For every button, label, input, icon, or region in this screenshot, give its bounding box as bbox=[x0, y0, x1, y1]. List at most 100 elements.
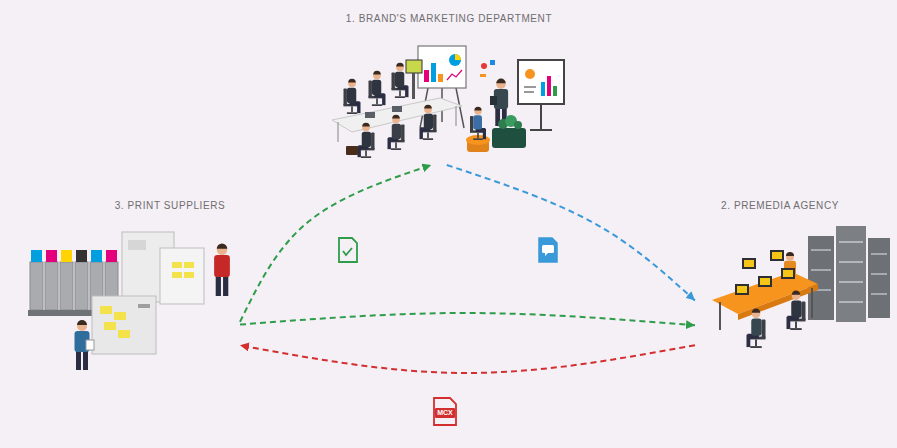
scene-heading: 1. BRAND'S MARKETING DEPARTMENT bbox=[344, 9, 554, 24]
studio-scene-part bbox=[787, 291, 806, 330]
studio-scene-part bbox=[868, 238, 890, 318]
studio-scene bbox=[712, 226, 890, 348]
message-icon-part bbox=[545, 253, 548, 256]
meeting-scene-part bbox=[369, 71, 386, 106]
scene-group: 3. PRINT SUPPLIERS bbox=[100, 195, 240, 375]
studio-scene-part bbox=[747, 309, 766, 348]
press-scene-part bbox=[100, 306, 112, 314]
press-scene-part bbox=[214, 244, 230, 297]
press-scene-part bbox=[172, 272, 182, 278]
press-scene-part bbox=[118, 330, 130, 338]
scene-group: 1. BRAND'S MARKETING DEPARTMENT bbox=[338, 8, 560, 165]
message-icon-part bbox=[542, 245, 554, 253]
meeting-scene-part bbox=[456, 88, 464, 128]
studio-scene-part bbox=[811, 288, 813, 318]
flow-arrow bbox=[240, 313, 695, 325]
message-icon-part bbox=[539, 238, 557, 262]
meeting-scene-part bbox=[518, 60, 564, 104]
approval-icon-part bbox=[343, 248, 352, 255]
press-scene-part bbox=[86, 340, 94, 350]
meeting-scene-part bbox=[490, 96, 497, 105]
press-scene-part bbox=[172, 262, 182, 268]
studio-scene-part bbox=[781, 268, 795, 279]
press-scene-part bbox=[31, 250, 42, 262]
press-scene-part bbox=[46, 250, 57, 262]
studio-scene-part bbox=[811, 249, 831, 251]
mcx-file-icon bbox=[434, 398, 456, 425]
meeting-scene-part bbox=[524, 91, 534, 93]
meeting-scene-part bbox=[412, 73, 415, 99]
meeting-scene-part bbox=[470, 107, 486, 140]
press-scene-part bbox=[184, 262, 194, 268]
press-scene-part bbox=[75, 262, 88, 310]
meeting-scene-part bbox=[490, 60, 495, 65]
scene-heading: 2. PREMEDIA AGENCY bbox=[719, 196, 841, 211]
studio-scene-part bbox=[871, 293, 887, 295]
message-icon bbox=[539, 238, 557, 262]
meeting-scene-part bbox=[541, 82, 545, 96]
studio-scene-part bbox=[758, 276, 772, 287]
meeting-scene-part bbox=[480, 74, 486, 77]
press-scene-part bbox=[76, 250, 87, 262]
studio-scene-part bbox=[836, 226, 866, 322]
meeting-scene-part bbox=[424, 70, 429, 82]
press-scene-part bbox=[138, 304, 150, 308]
press-scene-part bbox=[30, 262, 43, 310]
meeting-scene-part bbox=[492, 128, 526, 148]
meeting-scene-part bbox=[530, 129, 552, 131]
studio-scene-part bbox=[871, 273, 887, 275]
press-scene-part bbox=[104, 322, 116, 330]
meeting-scene-part bbox=[553, 86, 557, 96]
mcx-file-icon-part bbox=[434, 398, 456, 425]
flow-arrow bbox=[240, 165, 431, 322]
press-scene-part bbox=[160, 248, 204, 304]
press-scene-part bbox=[92, 296, 156, 354]
meeting-scene bbox=[332, 46, 564, 158]
studio-scene-part bbox=[770, 250, 784, 261]
meeting-scene-part bbox=[438, 74, 443, 82]
studio-scene-part bbox=[744, 260, 754, 267]
press-scene-part bbox=[91, 250, 102, 262]
press-scene-part bbox=[61, 250, 72, 262]
meeting-scene-part bbox=[547, 76, 551, 96]
meeting-scene-part bbox=[447, 70, 462, 80]
studio-scene-part bbox=[808, 236, 834, 320]
meeting-scene-part bbox=[455, 106, 457, 126]
approval-icon bbox=[339, 238, 357, 262]
studio-scene-part bbox=[772, 252, 782, 259]
icon-label: MCX bbox=[435, 408, 455, 418]
meeting-scene-part bbox=[481, 63, 487, 69]
meeting-scene-part bbox=[540, 104, 542, 130]
press-scene-part bbox=[114, 312, 126, 320]
meeting-scene-part bbox=[346, 146, 358, 155]
studio-scene-part bbox=[839, 241, 863, 243]
flow-arrow bbox=[240, 345, 695, 373]
meeting-scene-part bbox=[344, 79, 361, 114]
studio-scene-part bbox=[760, 278, 770, 285]
press-scene-part bbox=[60, 262, 73, 310]
meeting-scene-part bbox=[420, 105, 437, 140]
studio-scene-part bbox=[783, 270, 793, 277]
studio-scene-part bbox=[742, 258, 756, 269]
meeting-scene-part bbox=[337, 122, 339, 142]
studio-scene-part bbox=[719, 302, 721, 330]
meeting-scene-part bbox=[406, 60, 422, 73]
meeting-scene-part bbox=[388, 115, 405, 150]
studio-scene-part bbox=[738, 284, 818, 320]
studio-scene-part bbox=[737, 286, 747, 293]
meeting-scene-part bbox=[365, 112, 375, 118]
studio-scene-part bbox=[811, 269, 831, 271]
approval-icon-part bbox=[339, 238, 357, 262]
press-scene-part bbox=[184, 272, 194, 278]
meeting-scene-part bbox=[449, 54, 461, 66]
flow-arrow bbox=[447, 165, 695, 301]
meeting-scene-part bbox=[525, 69, 535, 79]
press-scene-part bbox=[128, 240, 146, 250]
meeting-scene-part bbox=[392, 106, 402, 112]
press-scene bbox=[28, 232, 230, 370]
meeting-scene-part bbox=[455, 54, 461, 60]
studio-scene-part bbox=[871, 253, 887, 255]
